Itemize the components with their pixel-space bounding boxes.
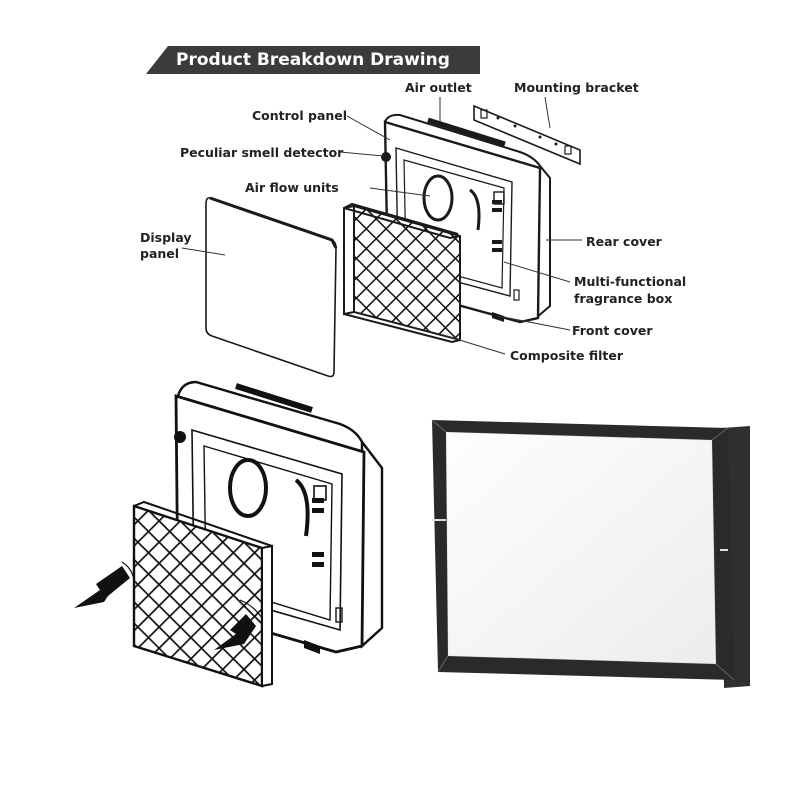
composite-filter-photo <box>431 419 750 688</box>
label-front-cover: Front cover <box>572 323 653 338</box>
display-panel-part <box>205 196 338 378</box>
arrow-icon <box>74 566 256 650</box>
label-rear-cover: Rear cover <box>586 234 662 249</box>
label-display-panel-line2: panel <box>140 246 180 261</box>
label-composite-filter: Composite filter <box>510 348 624 363</box>
label-air-flow-units: Air flow units <box>245 180 339 195</box>
label-display-panel-line1: Display <box>140 230 192 245</box>
label-air-outlet: Air outlet <box>405 80 472 95</box>
banner-notch <box>146 46 168 74</box>
label-fragrance-box-line2: fragrance box <box>574 291 673 306</box>
label-control-panel: Control panel <box>252 108 348 123</box>
leader-lines <box>181 96 582 355</box>
label-fragrance-box-line1: Multi-functional <box>574 274 687 289</box>
mounting-bracket-part <box>473 104 581 166</box>
label-mounting-bracket: Mounting bracket <box>514 80 639 95</box>
label-smell-detector: Peculiar smell detector <box>180 145 344 160</box>
diagram-title: Product Breakdown Drawing <box>146 46 480 74</box>
